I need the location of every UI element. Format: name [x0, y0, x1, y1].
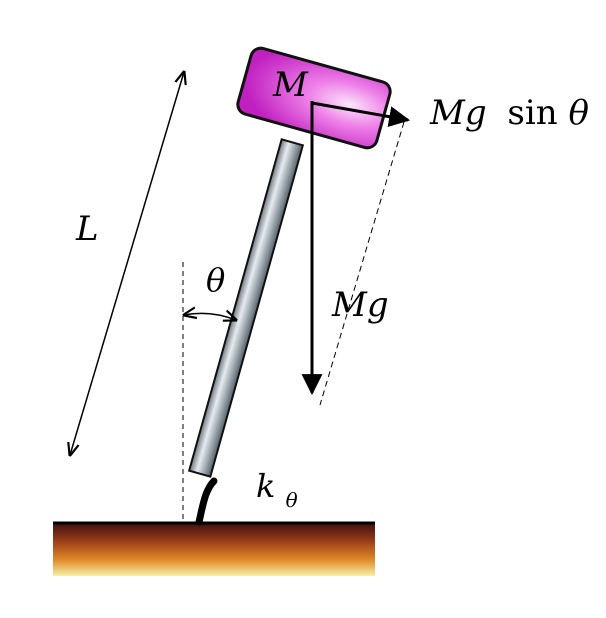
- pendulum-rod: [187, 138, 305, 478]
- torsion-spring: [195, 477, 218, 526]
- spring-constant-subscript: θ: [286, 488, 298, 512]
- tangential-force-angle: θ: [568, 93, 588, 133]
- spring-constant-label: k θ: [256, 467, 298, 512]
- ground: [53, 521, 375, 576]
- angle-label: θ: [206, 261, 225, 299]
- sine-function: sin: [507, 93, 557, 133]
- spring-constant-symbol: k: [256, 467, 275, 505]
- length-arrow: [70, 72, 184, 455]
- mass-label: M: [272, 65, 309, 105]
- mass-block: [236, 46, 392, 150]
- tangential-force-label: Mg sin θ: [429, 93, 589, 133]
- weight-label: Mg: [331, 285, 389, 325]
- length-label: L: [75, 209, 99, 249]
- tangential-force-symbol: Mg: [429, 93, 487, 133]
- angle-arc: [184, 313, 236, 320]
- tangential-force-arrow: [311, 101, 411, 128]
- component-guide-line: [319, 121, 405, 406]
